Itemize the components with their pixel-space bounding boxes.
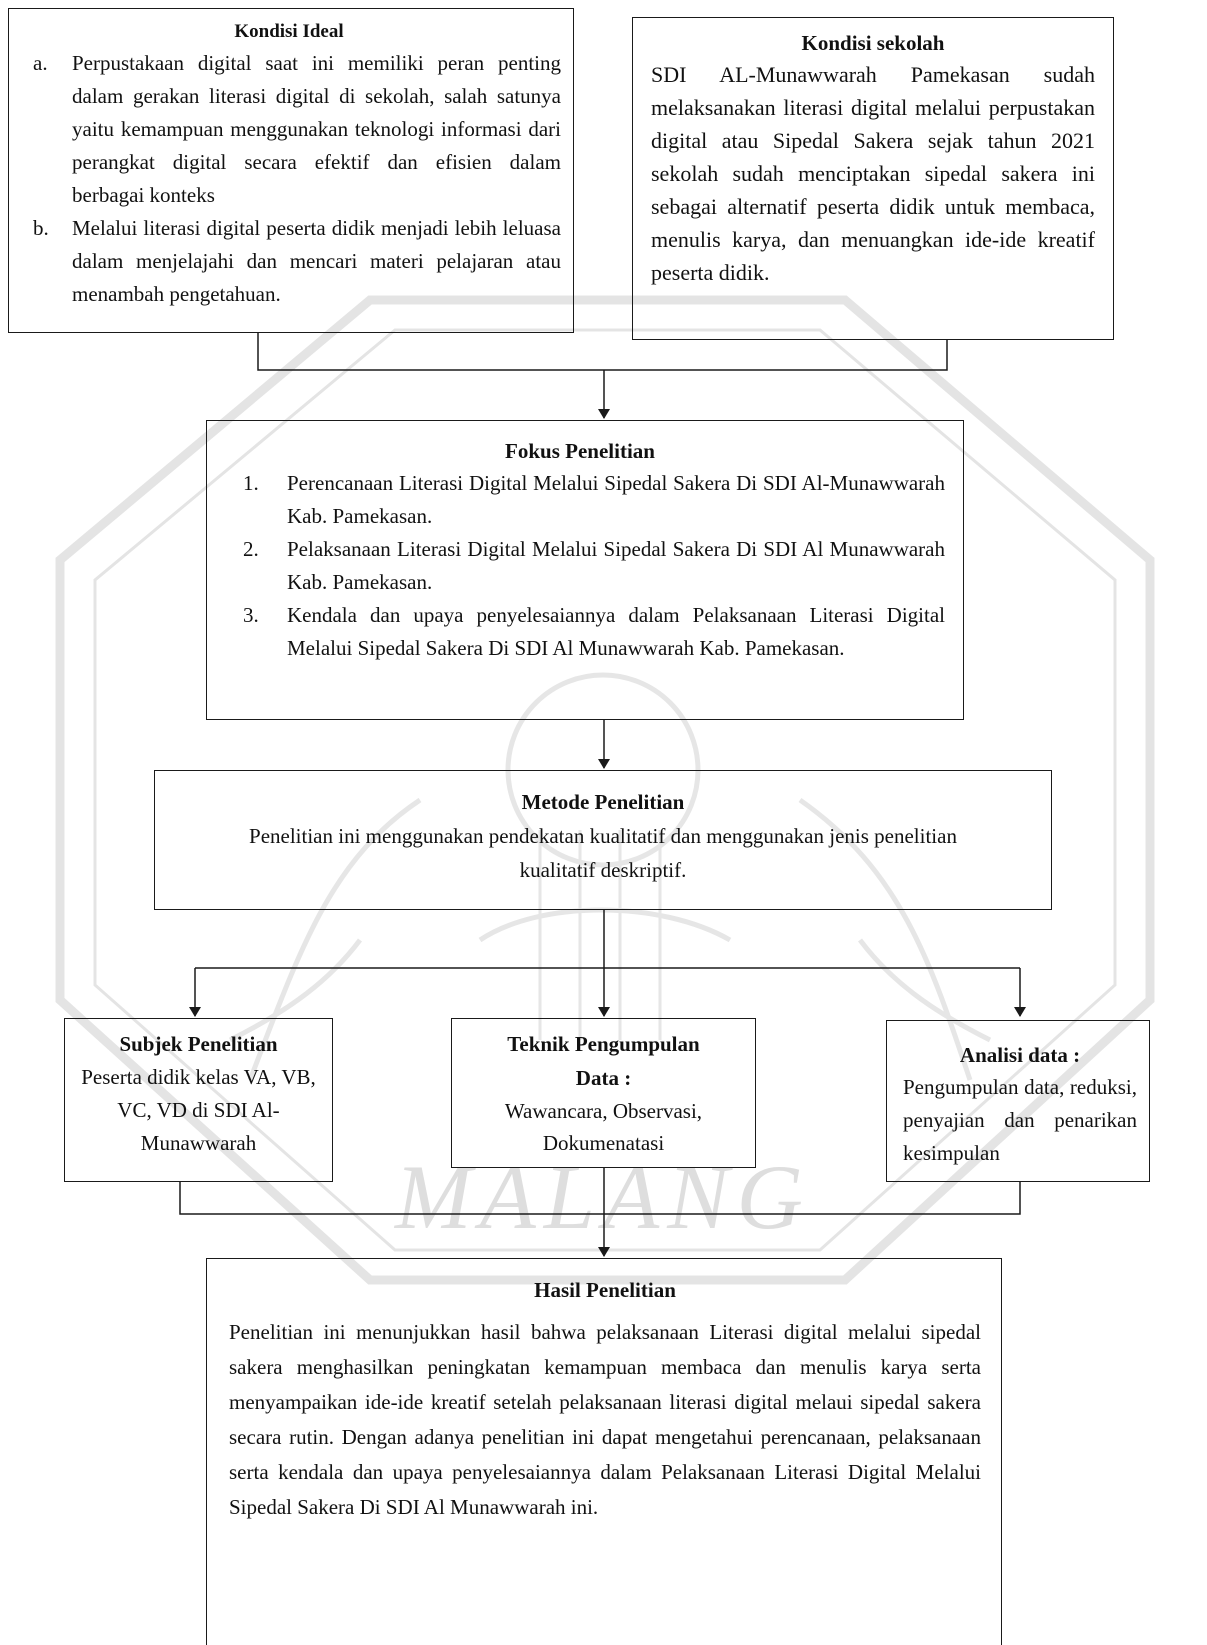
kondisi-sekolah-text: SDI AL-Munawwarah Pamekasan sudah melaks… xyxy=(651,62,1095,285)
list-item: 3.Kendala dan upaya penyelesaiannya dala… xyxy=(243,603,945,660)
metode-penelitian-text: Penelitian ini menggunakan pendekatan ku… xyxy=(249,824,957,882)
list-item: b.Melalui literasi digital peserta didik… xyxy=(33,216,561,306)
teknik-pengumpulan-text: Wawancara, Observasi, Dokumenatasi xyxy=(504,1099,703,1155)
metode-penelitian-title: Metode Penelitian xyxy=(521,790,685,814)
list-item: 1.Perencanaan Literasi Digital Melalui S… xyxy=(243,471,945,528)
analisi-data-text: Pengumpulan data, reduksi, penyajian dan… xyxy=(903,1075,1137,1165)
fokus-penelitian-box: Fokus Penelitian 1.Perencanaan Literasi … xyxy=(206,420,964,720)
teknik-pengumpulan-title: Teknik Pengumpulan Data : xyxy=(507,1032,700,1090)
teknik-pengumpulan-box: Teknik Pengumpulan Data : Wawancara, Obs… xyxy=(451,1018,756,1168)
subjek-penelitian-title: Subjek Penelitian xyxy=(119,1032,278,1056)
kondisi-ideal-list: a.Perpustakaan digital saat ini memiliki… xyxy=(17,47,561,311)
list-item: a.Perpustakaan digital saat ini memiliki… xyxy=(33,51,561,207)
kondisi-sekolah-title: Kondisi sekolah xyxy=(801,31,945,55)
connector-bottom-merge xyxy=(179,1182,1021,1215)
subjek-penelitian-text: Peserta didik kelas VA, VB, VC, VD di SD… xyxy=(81,1065,316,1155)
kondisi-sekolah-box: Kondisi sekolah SDI AL-Munawwarah Pameka… xyxy=(632,17,1114,340)
analisi-data-title: Analisi data : xyxy=(959,1043,1081,1067)
subjek-penelitian-box: Subjek Penelitian Peserta didik kelas VA… xyxy=(64,1018,333,1182)
hasil-penelitian-text: Penelitian ini menunjukkan hasil bahwa p… xyxy=(229,1320,981,1519)
fokus-penelitian-title: Fokus Penelitian xyxy=(505,439,655,463)
hasil-penelitian-title: Hasil Penelitian xyxy=(534,1278,676,1302)
connector-kondisi-merge xyxy=(257,333,948,371)
kondisi-ideal-box: Kondisi Ideal a.Perpustakaan digital saa… xyxy=(8,8,574,333)
list-item: 2.Pelaksanaan Literasi Digital Melalui S… xyxy=(243,537,945,594)
kondisi-ideal-title: Kondisi Ideal xyxy=(234,21,344,42)
metode-penelitian-box: Metode Penelitian Penelitian ini menggun… xyxy=(154,770,1052,910)
analisi-data-box: Analisi data : Pengumpulan data, reduksi… xyxy=(886,1020,1150,1182)
hasil-penelitian-box: Hasil Penelitian Penelitian ini menunjuk… xyxy=(206,1258,1002,1645)
fokus-penelitian-list: 1.Perencanaan Literasi Digital Melalui S… xyxy=(215,467,945,665)
